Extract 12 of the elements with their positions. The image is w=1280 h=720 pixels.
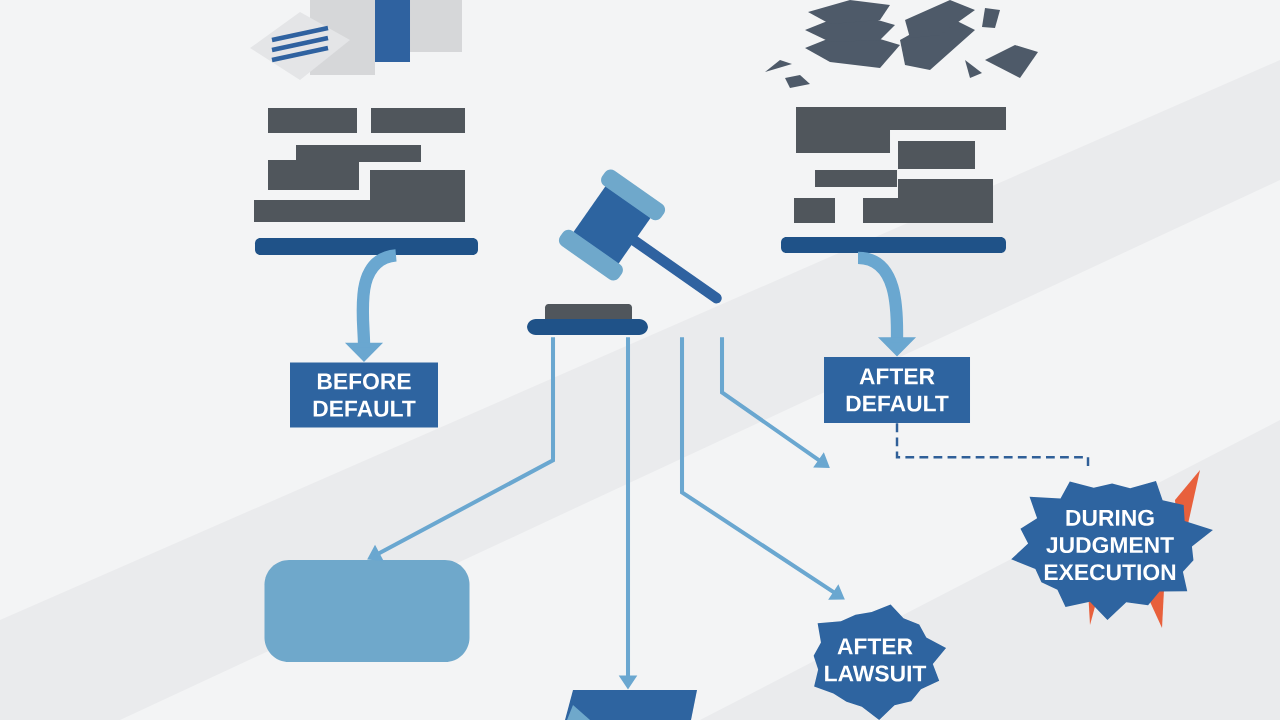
stage-box: AFTER DEFAULT (824, 357, 970, 423)
document-stack-drawing (250, 0, 462, 80)
arrow (720, 337, 830, 468)
bar-stack-drawing (254, 108, 478, 255)
broken-stack-drawing (765, 0, 1038, 88)
starburst-badge: DURING JUDGMENT EXECUTION (1011, 470, 1213, 628)
bar-stack-drawing (781, 107, 1006, 253)
stage-box: BEFORE DEFAULT (290, 362, 438, 428)
starburst-badge: AFTER LAWSUIT (813, 604, 947, 720)
gavel-drawing (527, 169, 722, 335)
panel-shape (565, 690, 697, 720)
rounded-panel (264, 560, 470, 662)
